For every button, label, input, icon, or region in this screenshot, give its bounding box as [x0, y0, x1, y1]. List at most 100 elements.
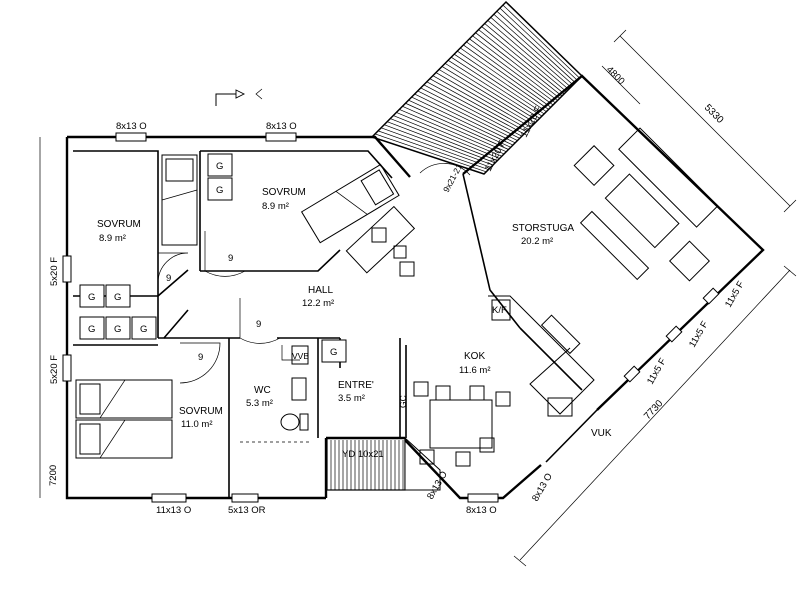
window-label: 8x13 O: [116, 121, 147, 132]
deck-board-line: [423, 84, 523, 137]
deck-board-line: [472, 35, 558, 101]
deck-board-line: [417, 90, 518, 141]
door-swings: [157, 163, 471, 384]
window-label: 9x21-21: [441, 162, 464, 194]
closet-label: G: [216, 185, 223, 196]
deck-board-line: [399, 109, 505, 155]
room-area-sovrum-b: 8.9 m²: [262, 201, 289, 212]
deck-board-line: [493, 14, 574, 86]
room-name-sovrum-b: SOVRUM: [262, 187, 306, 198]
deck-board-line: [432, 75, 529, 130]
gc-label: GC: [398, 395, 408, 408]
deck-board-line: [438, 69, 534, 126]
deck-board-line: [505, 1, 583, 77]
dimension-label: 5330: [702, 102, 726, 126]
window-label: 8x13 O: [466, 505, 497, 516]
deck-board-line: [454, 53, 545, 115]
deck-board-line: [377, 130, 489, 170]
deck-board-line: [447, 59, 540, 119]
deck-board-line: [374, 133, 487, 173]
door-label: 9: [256, 319, 261, 330]
closet-row-top: G G: [207, 153, 233, 201]
room-name-hall: HALL: [308, 285, 333, 296]
room-area-storstuga: 20.2 m²: [521, 236, 553, 247]
deck-board-line: [496, 10, 576, 83]
entry-door-label: YD 10x21: [342, 449, 384, 460]
deck-board-line: [390, 118, 498, 161]
room-area-kok: 11.6 m²: [459, 365, 491, 376]
deck-board-line: [502, 4, 581, 79]
deck-board-line: [457, 50, 547, 112]
deck-board-line: [426, 81, 525, 135]
window-marks: [62, 132, 720, 503]
room-name-sovrum-a: SOVRUM: [97, 219, 141, 230]
deck-board-line: [469, 38, 556, 104]
deck-board-line: [481, 26, 565, 95]
kf-label: K/F: [492, 305, 507, 316]
room-name-entre: ENTRE': [338, 380, 374, 391]
deck-board-line: [499, 7, 578, 81]
door-label: 9: [166, 273, 171, 284]
vuk-label: VUK: [591, 428, 612, 439]
deck-board-line: [487, 20, 569, 90]
window-label: 5x20 F: [49, 257, 60, 286]
room-area-sovrum-c: 11.0 m²: [181, 419, 213, 430]
bed-sovrum-a: [161, 154, 198, 246]
deck-board-line: [414, 93, 516, 144]
deck-board-line: [450, 56, 543, 117]
room-area-wc: 5.3 m²: [246, 398, 273, 409]
deck-board-line: [444, 63, 538, 121]
room-area-sovrum-a: 8.9 m²: [99, 233, 126, 244]
deck-board-line: [466, 41, 554, 106]
window-label: 5x13 OR: [228, 505, 266, 516]
room-name-sovrum-c: SOVRUM: [179, 406, 223, 417]
closet-row-hall: G G G G G: [79, 284, 157, 340]
deck-board-line: [411, 96, 514, 146]
deck-hatch: [370, 0, 584, 175]
bed-sovrum-b: [300, 163, 400, 244]
closet-label: G: [88, 324, 95, 335]
room-name-kok: KOK: [464, 351, 485, 362]
dimension-label: 7730: [642, 398, 666, 422]
dimension-label: 4800: [604, 64, 627, 87]
living-furniture: [573, 127, 719, 282]
deck-board-line: [396, 112, 502, 157]
room-area-hall: 12.2 m²: [302, 298, 334, 309]
room-area-entre: 3.5 m²: [338, 393, 365, 404]
deck-board-line: [405, 102, 509, 150]
deck-board-line: [475, 32, 560, 99]
room-name-wc: WC: [254, 385, 271, 396]
dimension-label: 7200: [48, 465, 59, 486]
window-label: 5x20 F: [49, 355, 60, 384]
deck-board-line: [460, 47, 549, 110]
dining-table: [413, 381, 511, 467]
closet-label: G: [140, 324, 147, 335]
room-labels: SOVRUM 8.9 m² SOVRUM 8.9 m² SOVRUM 11.0 …: [97, 187, 574, 430]
deck-board-line: [484, 23, 567, 92]
closet-label: G: [330, 347, 337, 358]
closet-label: G: [88, 292, 95, 303]
deck-board-line: [381, 127, 491, 168]
deck-board-line: [393, 115, 500, 159]
wc-fixtures: [240, 345, 310, 443]
closet-label: G: [114, 324, 121, 335]
deck-board-line: [478, 29, 563, 97]
bed-sovrum-c: [75, 379, 173, 459]
room-name-storstuga: STORSTUGA: [512, 223, 574, 234]
window-label: 8x13 O: [266, 121, 297, 132]
desk-sovrum-b: [345, 205, 416, 277]
deck-board-line: [463, 44, 552, 108]
deck-board-line: [429, 78, 527, 132]
deck-board-line: [371, 136, 485, 175]
deck-board-line: [402, 105, 507, 153]
deck-board-line: [387, 121, 496, 164]
door-label: 9: [198, 352, 203, 363]
door-label: 9: [228, 253, 233, 264]
deck-board-line: [435, 72, 531, 128]
window-label: 8x13 O: [530, 471, 555, 503]
window-label: 11x13 O: [156, 505, 191, 516]
deck-board-line: [420, 87, 520, 139]
vvb-label: VVB: [292, 351, 309, 361]
closet-label: G: [114, 292, 121, 303]
